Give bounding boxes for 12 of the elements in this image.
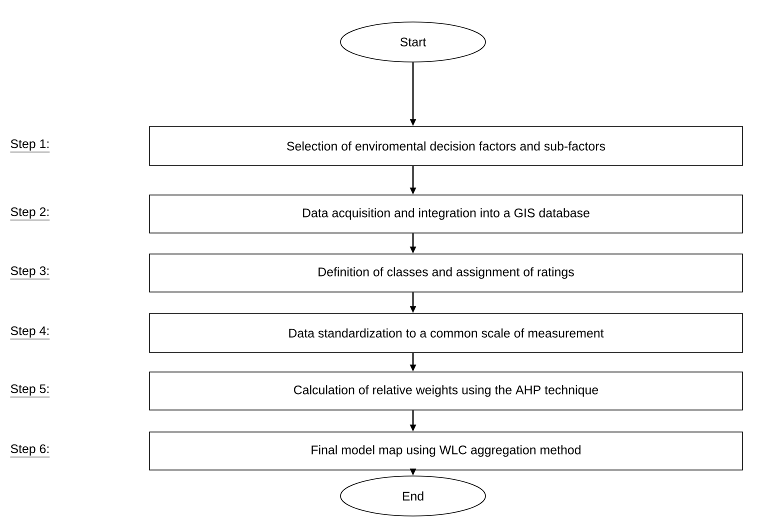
process-box: Selection of enviromental decision factors and sub-factors [149,126,743,166]
step-label: Step 6: [10,444,50,458]
process-box: Data acquisition and integration into a GIS database [149,194,743,234]
step-label: Step 1: [10,139,50,152]
step-label: Step 3: [10,266,50,280]
step-label: Step 4: [10,326,50,340]
step-label: Step 5: [10,384,50,398]
process-box: Calculation of relative weights using the AHP technique [149,372,743,410]
process-box: Definition of classes and assignment of ratings [149,254,743,292]
process-box: Data standardization to a common scale of measurement [149,313,743,353]
process-box: Final model map using WLC aggregation method [149,432,743,470]
step-label: Step 2: [10,207,50,220]
